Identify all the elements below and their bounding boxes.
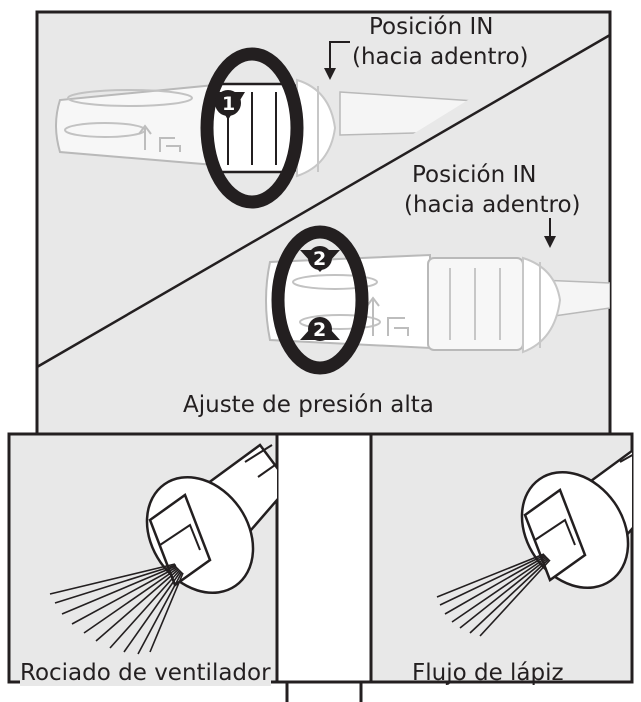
step-2-number-top: 2: [313, 248, 326, 270]
in-position-arrow-top: [324, 41, 350, 80]
fan-spray-caption: Rociado de ventilador: [20, 660, 271, 686]
high-pressure-caption: Ajuste de presión alta: [183, 392, 434, 418]
panel-connector: [277, 680, 371, 702]
pencil-flow-caption: Flujo de lápiz: [412, 660, 564, 686]
in-position-sublabel-middle: (hacia adentro): [404, 192, 581, 218]
rotate-arrows-step-2: 2 2: [271, 225, 369, 375]
step-1-number: 1: [222, 93, 235, 115]
fan-spray-stream: [49, 563, 184, 655]
in-position-sublabel-top: (hacia adentro): [352, 44, 529, 70]
fan-spray-panel: [7, 432, 279, 684]
pencil-flow-stream: [436, 553, 551, 637]
in-position-arrow-middle: [544, 218, 556, 248]
pencil-flow-panel: [369, 432, 634, 684]
in-position-label-top: Posición IN: [369, 14, 494, 40]
spray-gun-tip-middle: [265, 253, 610, 354]
step-2-number-bottom: 2: [313, 319, 326, 341]
diagonal-divider: [36, 33, 611, 369]
rotate-arrow-step-1: 1: [200, 47, 304, 209]
in-position-label-middle: Posición IN: [412, 162, 537, 188]
